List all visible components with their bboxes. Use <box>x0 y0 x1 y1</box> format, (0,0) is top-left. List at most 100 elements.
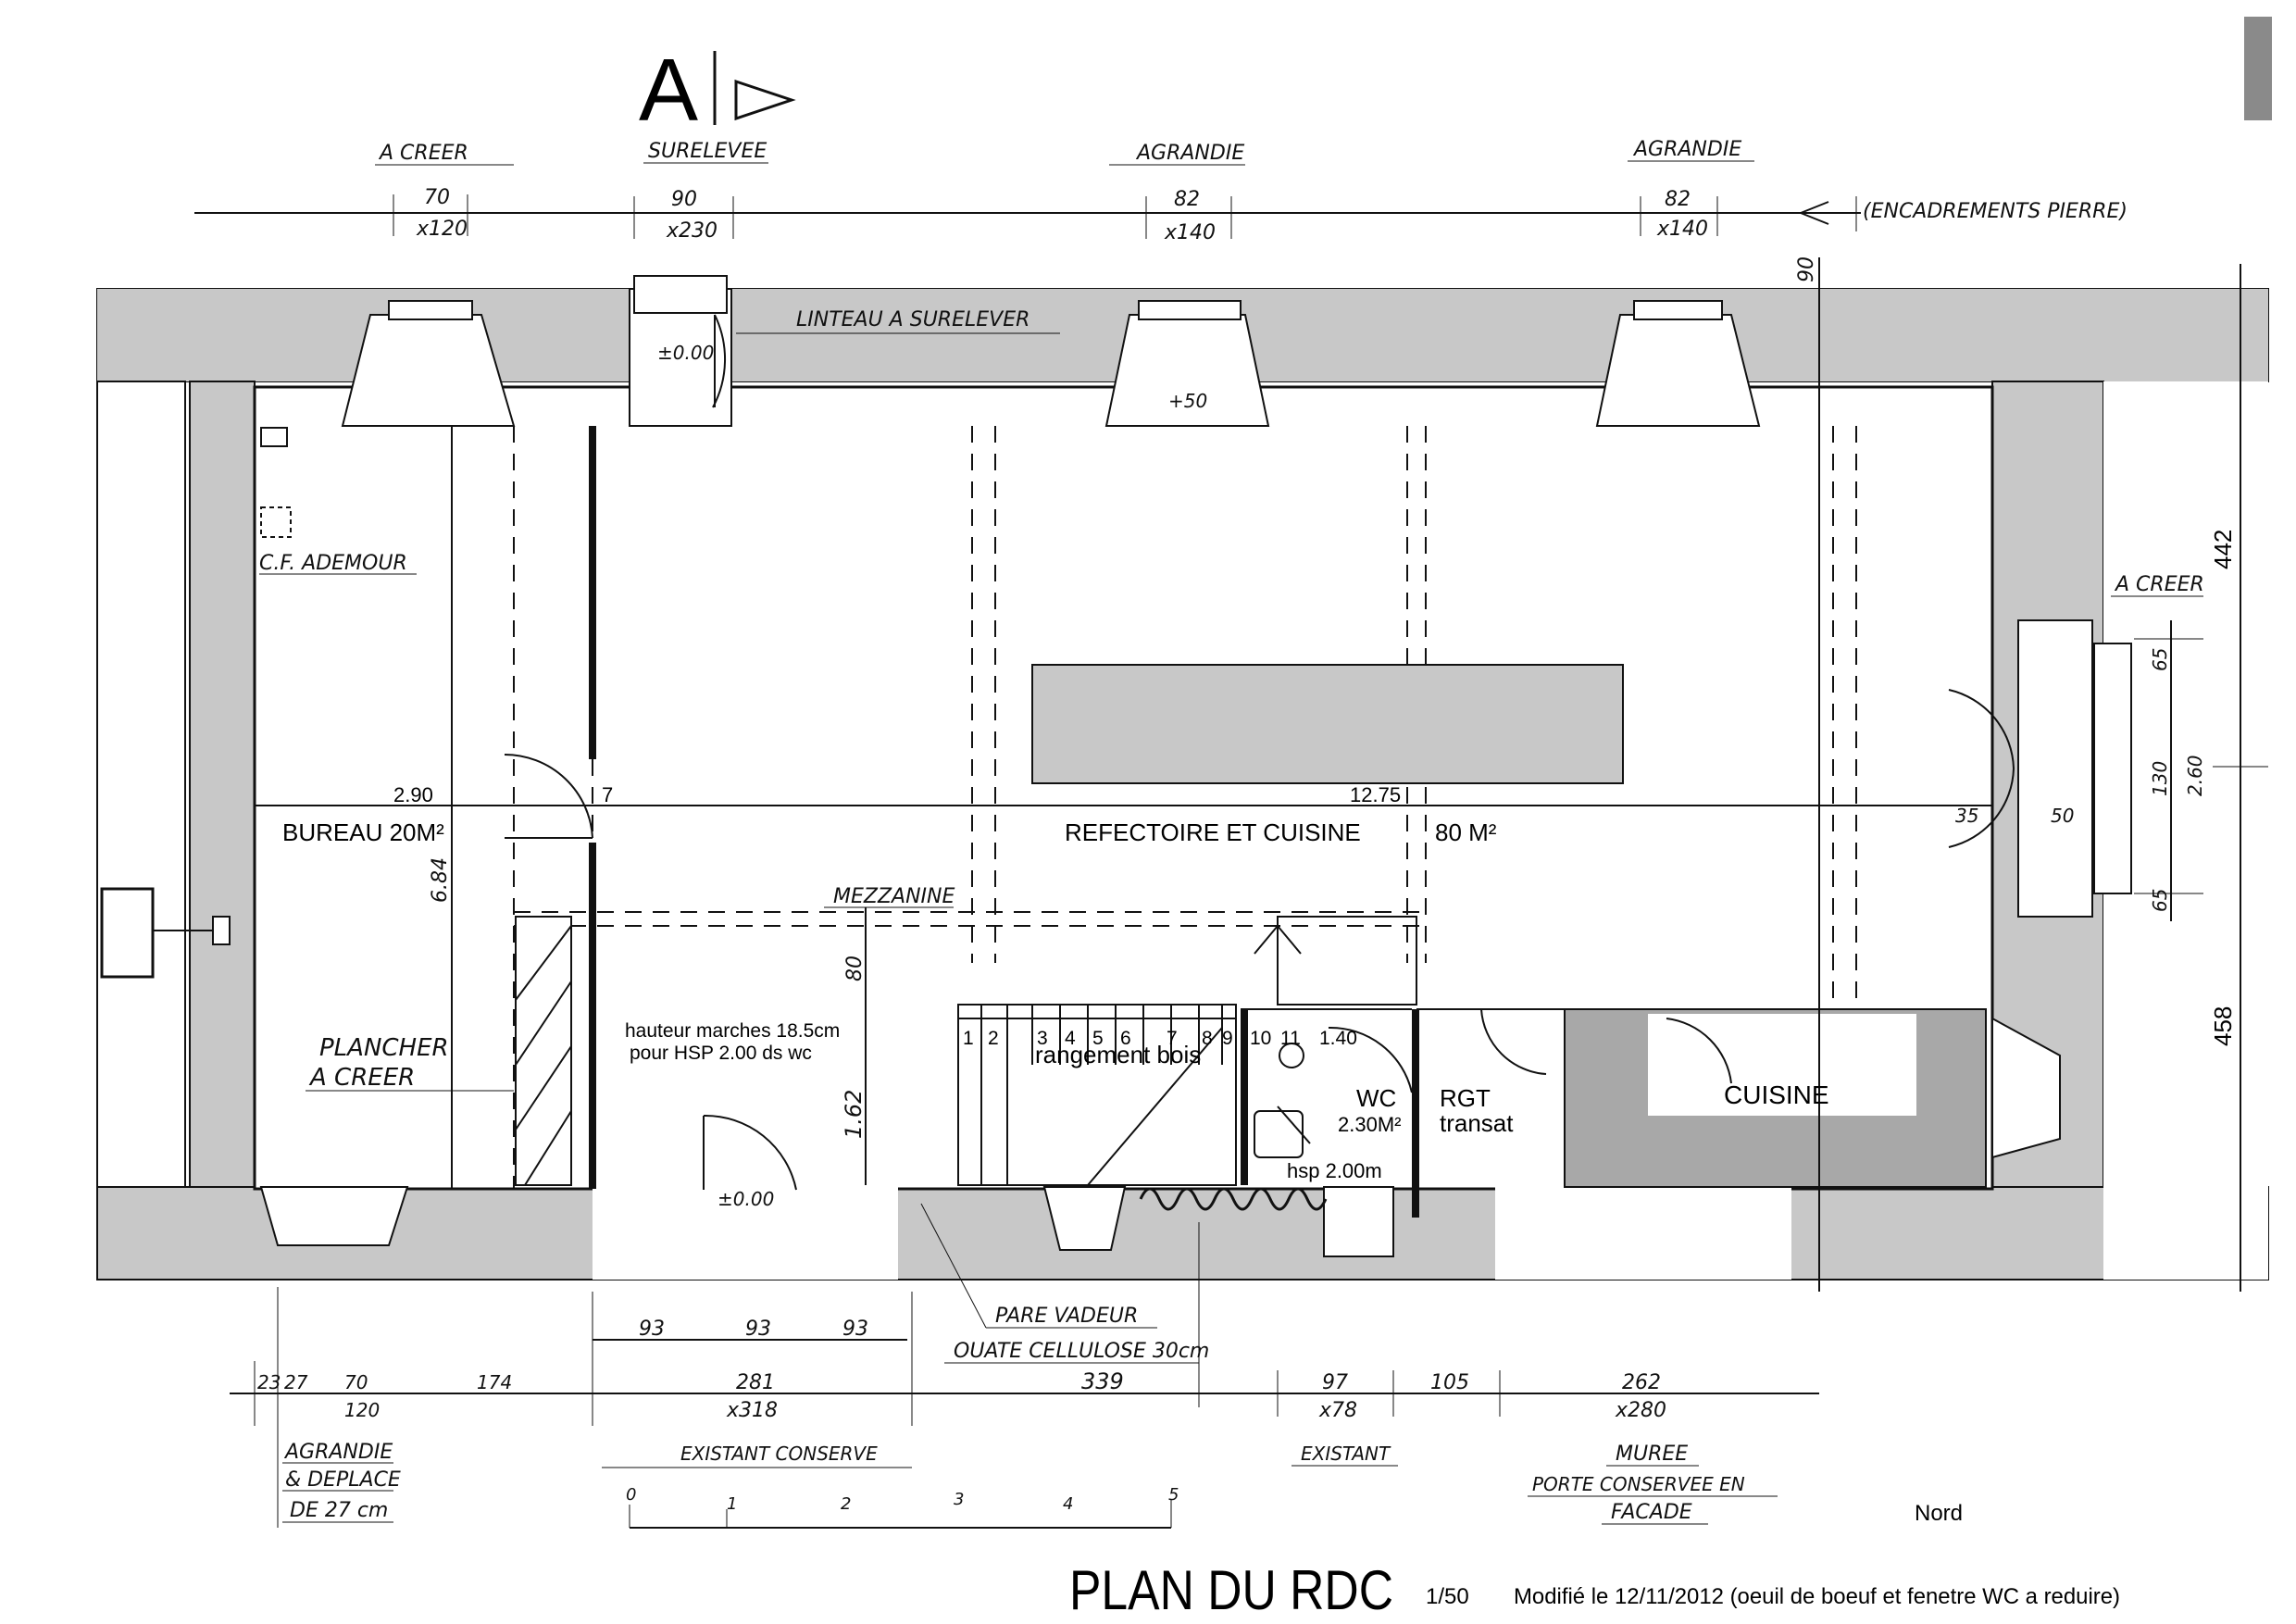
note-muree-1: MUREE <box>1616 1443 1688 1466</box>
note-agrandie-1: AGRANDIE <box>283 1441 393 1464</box>
note-plancher-2: A CREER <box>308 1064 415 1092</box>
opening-3-status: AGRANDIE <box>1135 142 1244 165</box>
dim-door-mark: 7 <box>602 783 613 806</box>
plan-modified: Modifié le 12/11/2012 (oeuil de boeuf et… <box>1514 1584 2120 1609</box>
bottom-annotations: AGRANDIE & DEPLACE DE 27 cm EXISTANT CON… <box>282 1441 1778 1525</box>
section-marker: A <box>639 41 796 140</box>
scale-bar: 0 1 2 3 4 5 <box>626 1485 1179 1514</box>
door-rgt-icon <box>1480 1008 1547 1075</box>
dim-bottom-23: 23 <box>257 1371 281 1393</box>
dim-bottom-x280: x280 <box>1615 1399 1666 1422</box>
note-linteau: LINTEAU A SURELEVER <box>796 308 1029 331</box>
stair-steps: 1 2 3 4 5 6 7 8 9 10 11 1.40 <box>963 1028 1357 1049</box>
note-hauteur-2: pour HSP 2.00 ds wc <box>630 1043 812 1064</box>
door-wc-icon <box>1328 1026 1413 1093</box>
room-wc-area: 2.30M² <box>1338 1113 1401 1136</box>
door-cuisine-icon <box>1666 1018 1732 1084</box>
dim-bottom-70: 70 <box>344 1371 368 1393</box>
dim-bottom-93a: 93 <box>639 1318 665 1341</box>
stair-step: 9 <box>1222 1028 1233 1049</box>
section-arrow-icon <box>734 79 796 121</box>
title-block: PLAN DU RDC 1/50 Modifié le 12/11/2012 (… <box>1069 1559 2120 1621</box>
scale-tick: 0 <box>626 1485 636 1505</box>
note-existant-conserve: EXISTANT CONSERVE <box>680 1443 878 1465</box>
scan-edge-mark <box>2244 17 2272 120</box>
dim-right-65a: 65 <box>2149 648 2171 671</box>
room-wc-hsp: hsp 2.00m <box>1287 1159 1382 1182</box>
plan-scale: 1/50 <box>1426 1584 1469 1609</box>
stair-step: 5 <box>1092 1028 1104 1049</box>
dimension-texts: 2.90 12.75 7 6.84 80 1.62 90 442 458 65 … <box>257 256 2237 1422</box>
door-top-icon <box>712 314 727 408</box>
room-cuisine: CUISINE <box>1724 1081 1829 1109</box>
dim-bureau-depth: 6.84 <box>429 857 452 903</box>
dim-right-50: 50 <box>2051 805 2074 827</box>
level-door-bottom: ±0.00 <box>718 1188 774 1210</box>
annotations: C.F. ADEMOUR PLANCHER A CREER hauteur ma… <box>259 308 2204 1526</box>
stair-step: 1 <box>963 1028 974 1049</box>
opening-4-width: 82 <box>1665 188 1691 211</box>
room-refectoire-area: 80 M² <box>1435 818 1497 846</box>
dim-bottom-281: 281 <box>736 1371 775 1394</box>
scale-tick: 3 <box>954 1490 964 1509</box>
dim-right-35: 35 <box>1955 805 1978 827</box>
opening-2-status: SURELEVEE <box>648 140 767 163</box>
note-a-creer-right: A CREER <box>2114 573 2204 596</box>
toilet-icon <box>1279 1043 1304 1068</box>
dim-right-130: 130 <box>2149 761 2171 796</box>
note-agrandie-3: DE 27 cm <box>290 1499 388 1522</box>
dim-bottom-105: 105 <box>1430 1371 1469 1394</box>
room-wc: WC <box>1356 1084 1396 1112</box>
stair-step: 7 <box>1167 1028 1178 1049</box>
dim-top-90: 90 <box>1795 256 1818 282</box>
dim-bottom-120: 120 <box>344 1399 380 1421</box>
note-hauteur-1: hauteur marches 18.5cm <box>625 1020 840 1042</box>
level-door-top: ±0.00 <box>657 342 714 364</box>
scale-tick: 2 <box>841 1494 851 1514</box>
dim-bottom-93c: 93 <box>842 1318 868 1341</box>
opening-2-size: x230 <box>666 219 718 243</box>
dimension-lines <box>230 257 2268 1529</box>
dim-right-65b: 65 <box>2149 889 2171 912</box>
opening-3-width: 82 <box>1174 188 1200 211</box>
section-letter: A <box>639 41 698 140</box>
interior-lines <box>260 426 1987 1218</box>
scale-tick: 4 <box>1063 1494 1073 1514</box>
dim-bottom-x318: x318 <box>726 1399 778 1422</box>
room-refectoire: REFECTOIRE ET CUISINE <box>1065 818 1361 846</box>
note-plancher-1: PLANCHER <box>319 1034 449 1062</box>
dim-right-458: 458 <box>2209 1006 2237 1046</box>
opening-3-size: x140 <box>1164 221 1216 244</box>
room-rgt-sub: transat <box>1440 1109 1514 1137</box>
dim-right-260: 2.60 <box>2184 755 2206 796</box>
dim-bottom-27: 27 <box>284 1371 308 1393</box>
level-window: +50 <box>1168 390 1207 412</box>
kitchen-island <box>1031 664 1624 784</box>
plan-title: PLAN DU RDC <box>1069 1559 1393 1621</box>
note-cf-ademour: C.F. ADEMOUR <box>259 552 407 575</box>
note-muree-3: FACADE <box>1611 1501 1692 1524</box>
stair-step: 6 <box>1120 1028 1131 1049</box>
stair-step: 10 <box>1250 1028 1271 1049</box>
dim-bureau-width: 2.90 <box>393 783 433 806</box>
room-bureau: BUREAU 20M² <box>282 818 444 846</box>
note-muree-2: PORTE CONSERVEE EN <box>1532 1473 1745 1495</box>
opening-4-size: x140 <box>1656 218 1708 241</box>
dim-stair-80: 80 <box>843 956 867 981</box>
encadrements-note: (ENCADREMENTS PIERRE) <box>1863 200 2128 223</box>
opening-1-size: x120 <box>416 218 468 241</box>
doors <box>504 314 2015 1191</box>
stair-step: 11 <box>1280 1028 1301 1049</box>
note-agrandie-2: & DEPLACE <box>285 1468 401 1492</box>
top-annotations: A CREER 70 x120 SURELEVEE 90 x230 AGRAND… <box>194 138 2128 244</box>
stair-landing: 1.40 <box>1319 1028 1357 1049</box>
opening-1-status: A CREER <box>378 142 468 165</box>
opening-2-width: 90 <box>671 188 697 211</box>
opening-4-status: AGRANDIE <box>1632 138 1741 161</box>
dim-bottom-174: 174 <box>477 1371 512 1393</box>
scale-tick: 5 <box>1168 1485 1179 1505</box>
scale-tick: 1 <box>727 1494 737 1514</box>
room-labels: BUREAU 20M² REFECTOIRE ET CUISINE 80 M² … <box>282 818 1829 1182</box>
dim-stair-162: 1.62 <box>841 1090 867 1139</box>
